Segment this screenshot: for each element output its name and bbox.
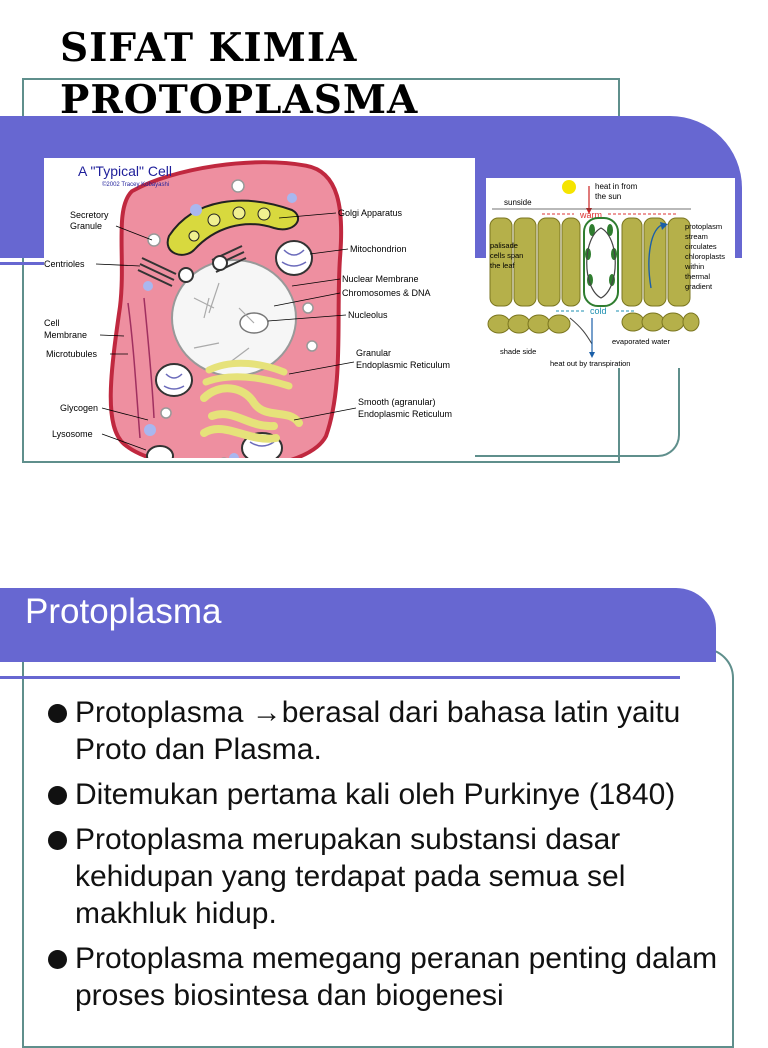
sun-icon bbox=[562, 180, 576, 194]
centrioles bbox=[137, 245, 247, 287]
label-stream-7: gradient bbox=[685, 282, 713, 291]
slide2-heading: Protoplasma bbox=[25, 592, 222, 631]
label-heat-out: heat out by transpiration bbox=[550, 359, 630, 368]
label-evaporated: evaporated water bbox=[612, 337, 670, 346]
label-palisade-3: the leaf bbox=[490, 261, 516, 270]
granules bbox=[147, 179, 318, 458]
label-heat-in-2: the sun bbox=[595, 192, 621, 201]
label-smooth-er-2: Endoplasmic Reticulum bbox=[358, 409, 452, 419]
cell-figure-copyright: ©2002 Tracey Kobayashi bbox=[102, 181, 169, 188]
label-glycogen: Glycogen bbox=[60, 403, 98, 413]
leaf-protoplasm-figure: heat in from the sun sunside warm palisa… bbox=[486, 178, 735, 368]
label-centrioles: Centrioles bbox=[44, 259, 85, 269]
bullet-text: Protoplasma →berasal dari bahasa latin y… bbox=[75, 696, 681, 766]
label-secretory-granule-2: Granule bbox=[70, 221, 102, 231]
granular-er bbox=[202, 359, 293, 390]
bullet-text: Ditemukan pertama kali oleh Purkinye (18… bbox=[75, 778, 676, 811]
microtubules bbox=[127, 297, 155, 439]
slide1-frame-corner bbox=[470, 367, 680, 457]
label-granular-er-1: Granular bbox=[356, 348, 391, 358]
label-sunside: sunside bbox=[504, 198, 532, 207]
label-nuclear-membrane: Nuclear Membrane bbox=[342, 274, 419, 284]
typical-cell-figure: A "Typical" Cell ©2002 Tracey Kobayashi … bbox=[44, 158, 475, 458]
label-cold: cold bbox=[590, 306, 607, 316]
label-golgi: Golgi Apparatus bbox=[338, 208, 403, 218]
lysosome bbox=[146, 445, 174, 458]
label-stream-2: stream bbox=[685, 232, 708, 241]
label-lysosome: Lysosome bbox=[52, 429, 93, 439]
label-palisade-1: palisade bbox=[490, 241, 518, 250]
label-nucleolus: Nucleolus bbox=[348, 310, 388, 320]
label-granular-er-2: Endoplasmic Reticulum bbox=[356, 360, 450, 370]
slide2-bullet-list: Protoplasma →berasal dari bahasa latin y… bbox=[48, 694, 718, 1022]
slide1-title-line-2: PROTOPLASMA bbox=[60, 77, 419, 123]
label-stream-1: protoplasm bbox=[685, 222, 722, 231]
label-cell-membrane-2: Membrane bbox=[44, 330, 87, 340]
label-smooth-er-1: Smooth (agranular) bbox=[358, 397, 436, 407]
bullet-text: Protoplasma merupakan substansi dasar ke… bbox=[75, 823, 626, 930]
slide2-heading-band bbox=[0, 588, 716, 662]
bullet-dot-icon bbox=[48, 704, 67, 723]
label-stream-6: thermal bbox=[685, 272, 710, 281]
slide1-title-line-1: SIFAT KIMIA bbox=[60, 25, 358, 71]
label-mitochondrion: Mitochondrion bbox=[350, 244, 407, 254]
smooth-er bbox=[200, 384, 303, 443]
label-heat-in-1: heat in from bbox=[595, 182, 638, 191]
bullet-text: Protoplasma memegang peranan penting dal… bbox=[75, 942, 718, 1012]
bullet-item: Protoplasma →berasal dari bahasa latin y… bbox=[48, 694, 718, 768]
bullet-dot-icon bbox=[48, 786, 67, 805]
bullet-item: Ditemukan pertama kali oleh Purkinye (18… bbox=[48, 776, 718, 813]
label-microtubules: Microtubules bbox=[46, 349, 98, 359]
spongy-cells bbox=[487, 312, 700, 334]
cell-figure-title: A "Typical" Cell bbox=[78, 163, 172, 179]
highlight-cell bbox=[583, 217, 619, 307]
label-palisade-2: cells span bbox=[490, 251, 523, 260]
bullet-dot-icon bbox=[48, 831, 67, 850]
palisade-cells bbox=[489, 217, 691, 307]
label-stream-4: chloroplasts bbox=[685, 252, 725, 261]
bullet-item: Protoplasma merupakan substansi dasar ke… bbox=[48, 821, 718, 932]
label-stream-5: within bbox=[684, 262, 704, 271]
bullet-item: Protoplasma memegang peranan penting dal… bbox=[48, 940, 718, 1014]
bullet-dot-icon bbox=[48, 950, 67, 969]
label-warm: warm bbox=[579, 210, 602, 220]
label-chromosomes: Chromosomes & DNA bbox=[342, 288, 431, 298]
slide1-title: SIFAT KIMIA PROTOPLASMA bbox=[60, 22, 418, 126]
slide2-divider bbox=[0, 676, 680, 679]
label-cell-membrane-1: Cell bbox=[44, 318, 60, 328]
label-secretory-granule-1: Secretory bbox=[70, 210, 109, 220]
label-stream-3: circulates bbox=[685, 242, 717, 251]
label-shade-side: shade side bbox=[500, 347, 536, 356]
